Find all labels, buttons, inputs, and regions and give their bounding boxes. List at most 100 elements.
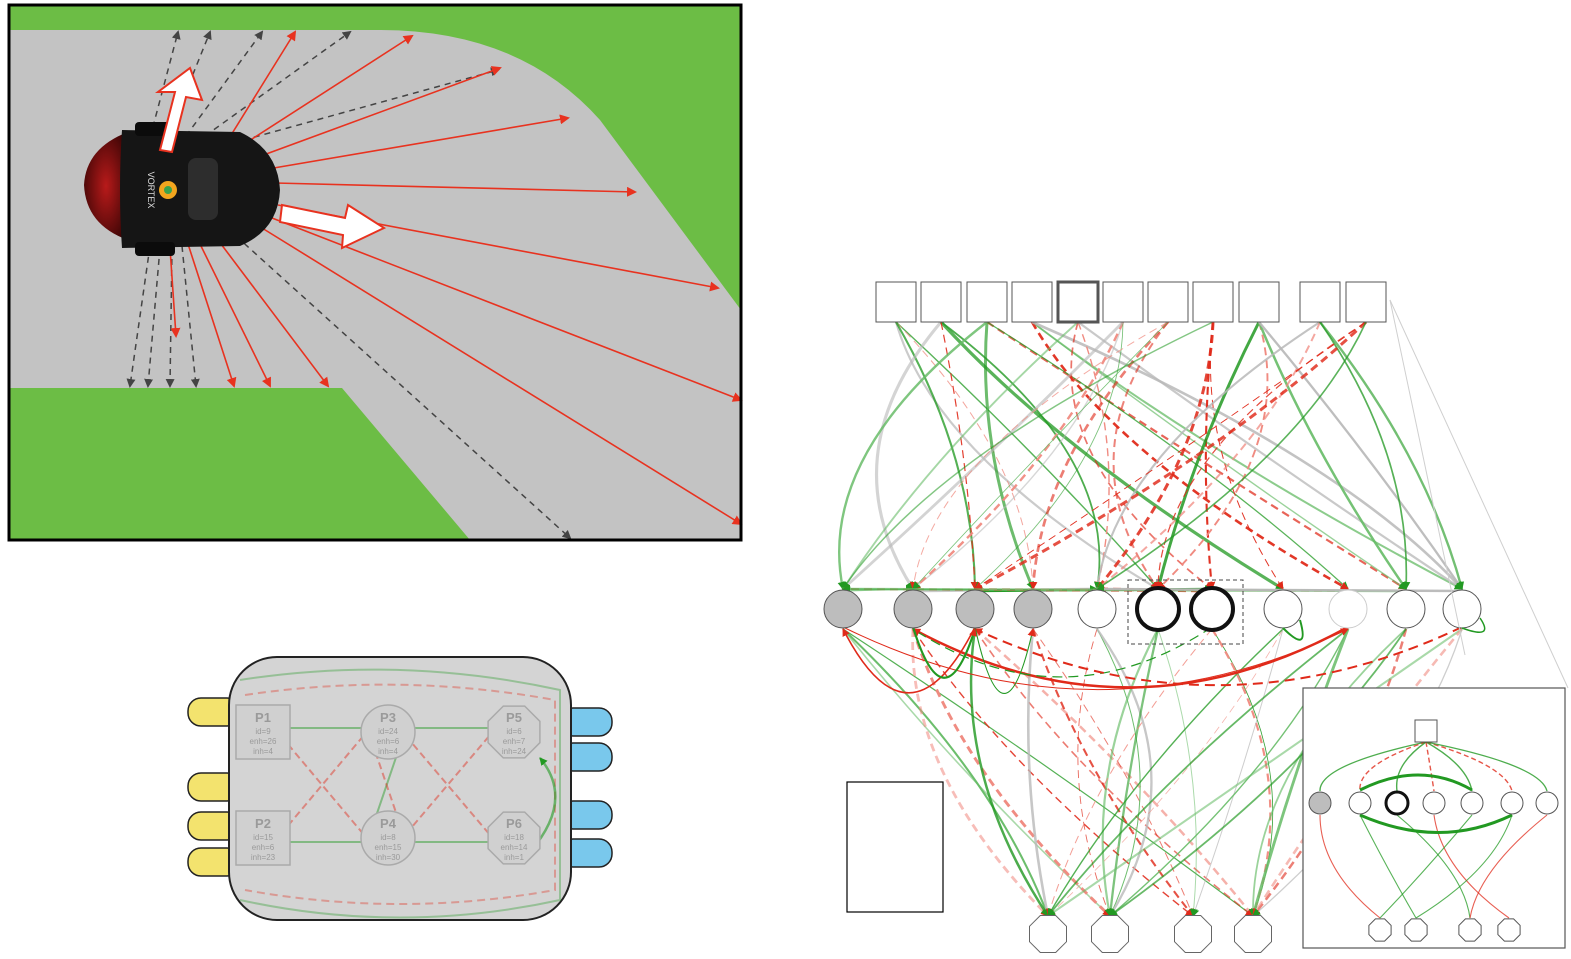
inset-edge-out-4: [1379, 814, 1473, 919]
network-edge-21: [912, 321, 1125, 590]
module-node-p3: [360, 704, 416, 760]
inset-edge-in-0: [1319, 741, 1427, 792]
module-node-enh: enh=6: [252, 843, 275, 852]
network-edge-26: [909, 321, 1169, 590]
network-edge-74: [1191, 628, 1284, 917]
network-edge-48: [911, 628, 1049, 917]
input-node-7: [1192, 281, 1234, 323]
network-edge-78: [1109, 628, 1349, 917]
module-node-inh: inh=4: [378, 747, 398, 756]
sensor-ray-miss-9: [235, 235, 572, 540]
module-node-title: P2: [255, 816, 271, 831]
input-node-3: [1011, 281, 1053, 323]
network-edge-52: [969, 628, 1050, 917]
module-node-title: P5: [506, 710, 522, 725]
hidden-node-3: [1013, 589, 1053, 629]
sensor-ray-hit-2: [249, 66, 502, 161]
network-edge-32: [1155, 321, 1261, 590]
inset-edge-out-5: [1415, 814, 1513, 919]
network-edge-38: [1319, 321, 1411, 590]
network-edge-28: [1095, 321, 1215, 590]
network-edge-64: [1101, 628, 1159, 917]
input-node-8: [1238, 281, 1280, 323]
inset-edge-in-3: [1425, 741, 1435, 792]
hidden-node-0: [823, 589, 863, 629]
forward-arrow-icon: [155, 66, 204, 154]
sensor-ray-hit-6: [271, 217, 743, 402]
network-edge-36: [1093, 321, 1321, 590]
self-loop-edge: [1461, 617, 1486, 633]
sensor-ray-hit-9: [187, 243, 237, 388]
network-edge-25: [1029, 321, 1169, 590]
network-edge-77: [1251, 628, 1350, 917]
network-edge-15: [1031, 320, 1463, 590]
hidden-node-6: [1189, 586, 1235, 632]
panel-frame: [7, 3, 743, 542]
module-node-p1: [235, 704, 291, 760]
inset-edge-out-0: [1319, 814, 1381, 919]
inset-hidden-node-1: [1348, 791, 1372, 815]
module-link-1: [280, 735, 371, 843]
network-edge-37: [1096, 321, 1321, 590]
network-edge-88: [912, 625, 1349, 689]
network-edge-34: [1257, 321, 1408, 590]
sensor-ray-hit-3: [261, 114, 570, 171]
network-edge-23: [842, 321, 1124, 591]
inset-edge-lateral-0: [1359, 773, 1473, 792]
input-node-10: [1345, 281, 1387, 323]
sensor-ray-miss-4: [221, 67, 500, 147]
sensor-ray-hit-4: [274, 182, 637, 197]
module-node-inh: inh=23: [251, 853, 276, 862]
network-edges: [837, 320, 1465, 918]
module-node-enh: enh=15: [375, 843, 402, 852]
network-edge-60: [1096, 628, 1141, 917]
network-edge-84: [1047, 628, 1463, 917]
hidden-node-9: [1386, 589, 1426, 629]
network-edge-50: [911, 628, 1111, 918]
network-edge-43: [1096, 321, 1367, 590]
module-node-enh: enh=7: [503, 737, 526, 746]
module-node-inh: inh=24: [502, 747, 527, 756]
network-edge-72: [1047, 628, 1284, 917]
module-node-p5: [487, 705, 541, 759]
input-node-0: [875, 281, 917, 323]
network-edge-82: [1109, 628, 1407, 917]
module-link-6: [405, 727, 497, 835]
network-edge-5: [940, 321, 1103, 590]
module-node-p6: [487, 811, 541, 865]
module-node-id: id=8: [380, 833, 396, 842]
network-edge-33: [1157, 321, 1269, 590]
robot-track-panel: VORTEX: [7, 3, 743, 542]
network-edge-93: [974, 626, 1036, 694]
network-edge-42: [974, 320, 1368, 591]
network-edge-14: [1030, 321, 1349, 591]
network-edge-39: [1319, 321, 1465, 590]
network-nodes: [823, 280, 1486, 953]
inset-edge-lateral-1: [1359, 813, 1513, 834]
input-node-4: [1056, 280, 1100, 324]
inset-output-node-3: [1497, 918, 1521, 942]
module-node-id: id=6: [506, 727, 522, 736]
network-edge-76: [1047, 628, 1349, 917]
network-edge-44: [842, 628, 1254, 917]
network-edge-16: [1070, 321, 1213, 590]
module-node-id: id=15: [253, 833, 273, 842]
network-edge-49: [912, 628, 1194, 917]
network-edge-61: [1077, 628, 1112, 917]
network-edge-81: [1252, 628, 1408, 917]
inset-edge-in-4: [1425, 741, 1473, 792]
inset-hidden-node-3: [1422, 791, 1446, 815]
inset-input-node: [1414, 719, 1438, 743]
input-node-1: [920, 281, 962, 323]
network-edge-45: [842, 628, 1111, 917]
network-edge-30: [842, 321, 1214, 590]
input-node-9: [1299, 281, 1341, 323]
zoom-line-top: [1389, 299, 1569, 689]
robot-red-shell: [84, 132, 128, 240]
network-edge-53: [974, 628, 1254, 917]
hidden-node-10: [1442, 589, 1482, 629]
network-edge-94: [911, 626, 977, 679]
network-edge-40: [974, 321, 1367, 590]
network-edge-65: [1157, 628, 1198, 917]
